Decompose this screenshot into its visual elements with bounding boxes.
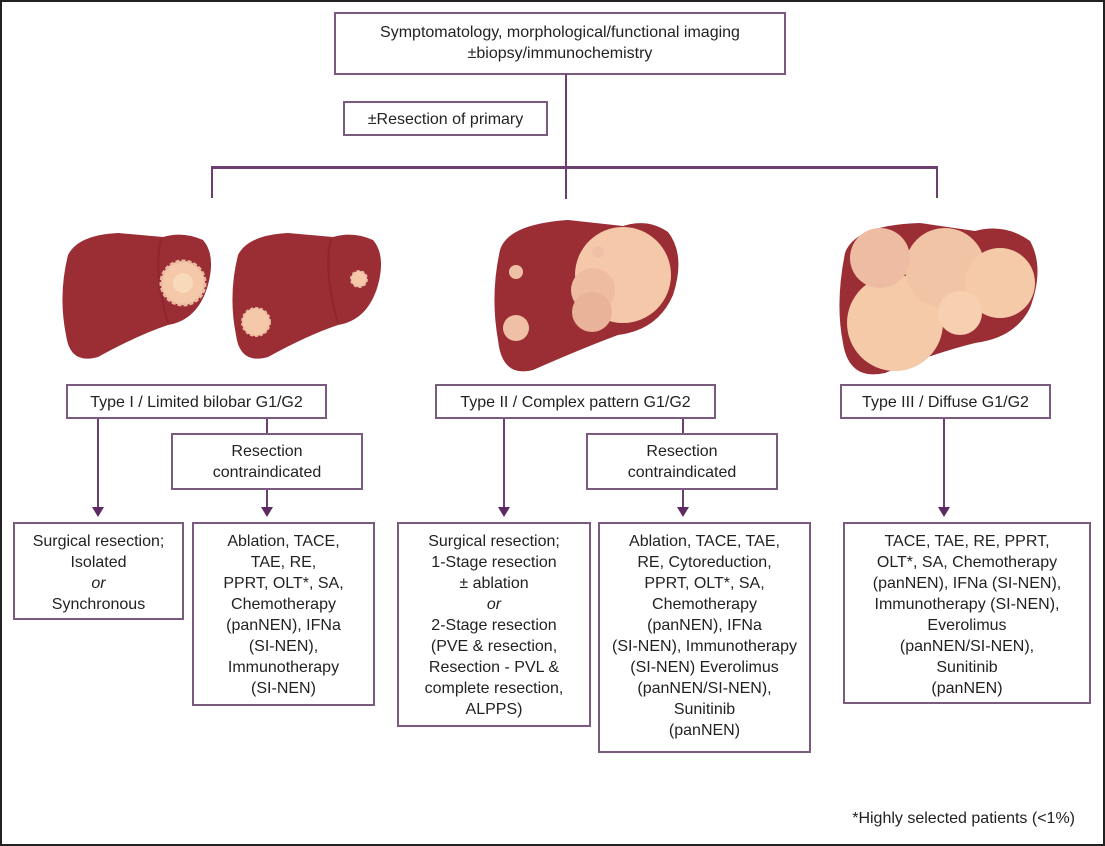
box-line: Everolimus	[927, 617, 1007, 634]
arrow-down-icon	[938, 507, 950, 517]
liver-lobe-line	[157, 238, 169, 324]
box-line: Chemotherapy	[652, 596, 757, 613]
liver-illustration-complex-pattern	[494, 220, 679, 372]
liver-shape	[232, 233, 382, 359]
box-line: contraindicated	[212, 464, 322, 481]
box-line: (panNEN/SI-NEN),	[899, 638, 1035, 655]
box-line: PPRT, OLT*, SA,	[644, 575, 765, 592]
tumor-lesion	[592, 246, 604, 258]
box-line: contraindicated	[627, 464, 737, 481]
arrow-down-icon	[677, 507, 689, 517]
box-line: (panNEN)	[931, 680, 1003, 697]
connector-horizontal-bar	[211, 166, 938, 169]
tumor-lesion	[905, 228, 985, 308]
box-line: Isolated	[70, 554, 127, 571]
box-line: Sunitinib	[673, 701, 736, 718]
connector-type1-contra-down	[266, 490, 268, 508]
box-line: complete resection,	[424, 680, 564, 697]
box-line: or	[91, 575, 106, 592]
box-line: Immunotherapy	[227, 659, 340, 676]
box-line: (SI-NEN)	[251, 680, 316, 697]
connector-type2-right	[682, 419, 684, 433]
box-line: (panNEN), IFNa	[226, 617, 341, 634]
box-line: (panNEN)	[668, 722, 741, 739]
box-line: (panNEN/SI-NEN),	[637, 680, 772, 697]
tumor-lesion	[503, 315, 529, 341]
liver-illustration-two-lesions	[232, 233, 382, 359]
tumor-lesion	[850, 228, 910, 288]
box-line: PPRT, OLT*, SA,	[223, 575, 344, 592]
connector-to-type1	[211, 166, 213, 198]
top-box-diagnostics: Symptomatology, morphological/functional…	[334, 12, 786, 75]
connector-type3-down	[943, 419, 945, 508]
box-line: Surgical resection;	[32, 533, 165, 550]
type-2-treatment-options-box: Ablation, TACE, TAE, RE, Cytoreduction, …	[598, 522, 811, 753]
box-line: 2-Stage resection	[431, 617, 557, 634]
connector-type1-left	[97, 419, 99, 508]
footnote: *Highly selected patients (<1%)	[852, 810, 1075, 827]
type-3-label: Type III / Diffuse G1/G2	[862, 394, 1029, 411]
box-line: or	[486, 596, 502, 613]
connector-type2-contra-down	[682, 490, 684, 508]
liver-illustration-single-lesion	[62, 233, 212, 359]
box-line: Resection	[231, 443, 303, 460]
box-line: Resection - PVL &	[428, 659, 560, 676]
top-box-line: ±biopsy/immunochemistry	[467, 45, 653, 62]
resection-of-primary-label: ±Resection of primary	[367, 111, 524, 128]
type-2-surgical-resection-box: Surgical resection; 1-Stage resection ± …	[397, 522, 591, 727]
arrow-down-icon	[498, 507, 510, 517]
connector-type1-right	[266, 419, 268, 433]
box-line: (PVE & resection,	[430, 638, 558, 655]
type-2-label: Type II / Complex pattern G1/G2	[460, 394, 691, 411]
type-1-treatment-options-box: Ablation, TACE, TAE, RE, PPRT, OLT*, SA,…	[192, 522, 375, 706]
box-line: ALPPS)	[465, 701, 523, 718]
box-line: Surgical resection;	[428, 533, 560, 550]
connector-trunk	[565, 74, 567, 199]
box-line: Sunitinib	[936, 659, 998, 676]
top-box-line: Symptomatology, morphological/functional…	[380, 24, 740, 41]
box-line: ± ablation	[459, 575, 529, 592]
type-2-contraindicated-box: Resection contraindicated	[586, 433, 778, 490]
box-line: Resection	[646, 443, 718, 460]
type-1-contraindicated-box: Resection contraindicated	[171, 433, 363, 490]
tumor-lesion	[938, 291, 982, 335]
tumor-lesion	[350, 270, 368, 288]
box-line: (panNEN), IFNa	[647, 617, 762, 634]
liver-illustration-diffuse	[839, 223, 1038, 375]
box-line: Chemotherapy	[231, 596, 336, 613]
box-line: (SI-NEN) Everolimus	[630, 659, 779, 676]
type-1-label: Type I / Limited bilobar G1/G2	[90, 394, 303, 411]
tumor-lesion	[965, 248, 1035, 318]
box-line: Synchronous	[51, 596, 146, 613]
type-1-surgical-resection-box: Surgical resection; Isolated or Synchron…	[13, 522, 184, 620]
box-line: TACE, TAE, RE, PPRT,	[884, 533, 1050, 550]
box-line: TAE, RE,	[250, 554, 317, 571]
box-line: (SI-NEN),	[248, 638, 319, 655]
tumor-lesion	[847, 275, 943, 371]
tumor-lesion	[241, 307, 271, 337]
box-line: OLT*, SA, Chemotherapy	[876, 554, 1058, 571]
resection-of-primary-box: ±Resection of primary	[343, 101, 548, 136]
connector-to-type3	[936, 166, 938, 198]
box-line: Ablation, TACE, TAE,	[629, 533, 780, 550]
box-line: (SI-NEN), Immunotherapy	[612, 638, 797, 655]
arrow-down-icon	[92, 507, 104, 517]
type-3-treatment-options-box: TACE, TAE, RE, PPRT, OLT*, SA, Chemother…	[843, 522, 1091, 704]
box-line: 1-Stage resection	[431, 554, 557, 571]
type-1-label-box: Type I / Limited bilobar G1/G2	[66, 384, 327, 419]
arrow-down-icon	[261, 507, 273, 517]
tumor-lesion	[572, 292, 612, 332]
connector-type2-left	[503, 419, 505, 508]
type-2-label-box: Type II / Complex pattern G1/G2	[435, 384, 716, 419]
tumor-lesion	[509, 265, 523, 279]
box-line: (panNEN), IFNa (SI-NEN),	[872, 575, 1062, 592]
box-line: Immunotherapy (SI-NEN),	[874, 596, 1060, 613]
box-line: RE, Cytoreduction,	[637, 554, 772, 571]
box-line: Ablation, TACE,	[227, 533, 340, 550]
type-3-label-box: Type III / Diffuse G1/G2	[840, 384, 1051, 419]
